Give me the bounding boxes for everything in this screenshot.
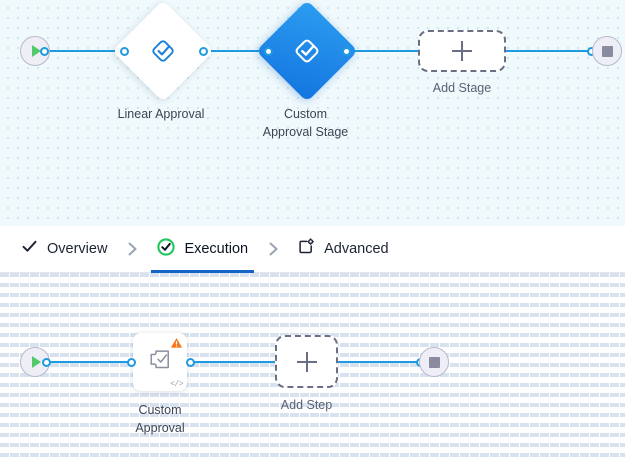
port-linear-out[interactable] [199, 46, 208, 56]
step-edge-start-to-custom [45, 361, 129, 363]
tab-advanced-label: Advanced [324, 241, 389, 257]
stage-node-label-linear-approval: Linear Approval [117, 107, 205, 121]
tab-overview-label: Overview [47, 241, 108, 257]
step-end-node[interactable] [419, 347, 449, 377]
warning-triangle-icon [170, 336, 183, 354]
step-node-custom-approval[interactable]: </> [133, 333, 187, 391]
stage-node-custom-approval-stage[interactable] [256, 0, 358, 102]
approval-diamond-check-icon [292, 36, 322, 66]
stage-start-node[interactable] [20, 36, 50, 66]
approval-note-check-icon [147, 347, 173, 378]
step-edge-custom-to-add [189, 361, 275, 363]
edge-start-to-linear [44, 50, 124, 52]
add-step-button[interactable] [275, 335, 338, 388]
edge-custom-to-add [345, 50, 418, 52]
step-port-start-out[interactable] [42, 357, 51, 367]
stop-icon [601, 45, 613, 57]
step-edge-add-to-end [338, 361, 418, 363]
window-gear-icon [298, 238, 315, 260]
plus-icon [452, 41, 472, 61]
edge-add-to-end [505, 50, 590, 52]
approval-diamond-check-icon [149, 37, 177, 65]
chevron-right-icon [254, 241, 292, 257]
add-step-label: Add Step [280, 398, 333, 412]
port-custom-stage-in[interactable] [264, 46, 273, 56]
code-icon: </> [170, 380, 183, 389]
step-port-custom-out[interactable] [186, 357, 195, 367]
stage-node-linear-approval[interactable] [112, 0, 214, 102]
edge-linear-to-custom [202, 50, 269, 52]
section-tab-bar: Overview Execution [0, 226, 625, 273]
plus-icon [296, 351, 317, 372]
add-stage-label: Add Stage [432, 81, 492, 95]
step-node-label-custom-approval: Custom Approval [135, 403, 185, 435]
stop-icon [428, 356, 440, 368]
step-flow-canvas[interactable]: </> Custom Approval Add Step [0, 273, 625, 461]
step-port-custom-in[interactable] [127, 357, 136, 367]
play-icon [32, 356, 41, 368]
tab-execution-label: Execution [184, 241, 249, 257]
tab-advanced[interactable]: Advanced [292, 226, 395, 273]
port-start-out[interactable] [40, 46, 49, 56]
tab-overview[interactable]: Overview [15, 226, 113, 273]
chevron-right-icon [113, 241, 151, 257]
check-circle-icon [157, 237, 176, 261]
stage-flow-canvas[interactable]: Linear Approval Custom Approval Stage Ad… [0, 0, 625, 226]
port-custom-stage-out[interactable] [342, 46, 351, 56]
stage-node-label-custom-approval-stage: Custom Approval Stage [262, 107, 349, 139]
add-stage-button[interactable] [418, 30, 506, 72]
stage-end-node[interactable] [592, 36, 622, 66]
check-icon [21, 238, 38, 260]
port-linear-in[interactable] [120, 46, 129, 56]
play-icon [32, 45, 41, 57]
tab-execution[interactable]: Execution [151, 226, 254, 273]
